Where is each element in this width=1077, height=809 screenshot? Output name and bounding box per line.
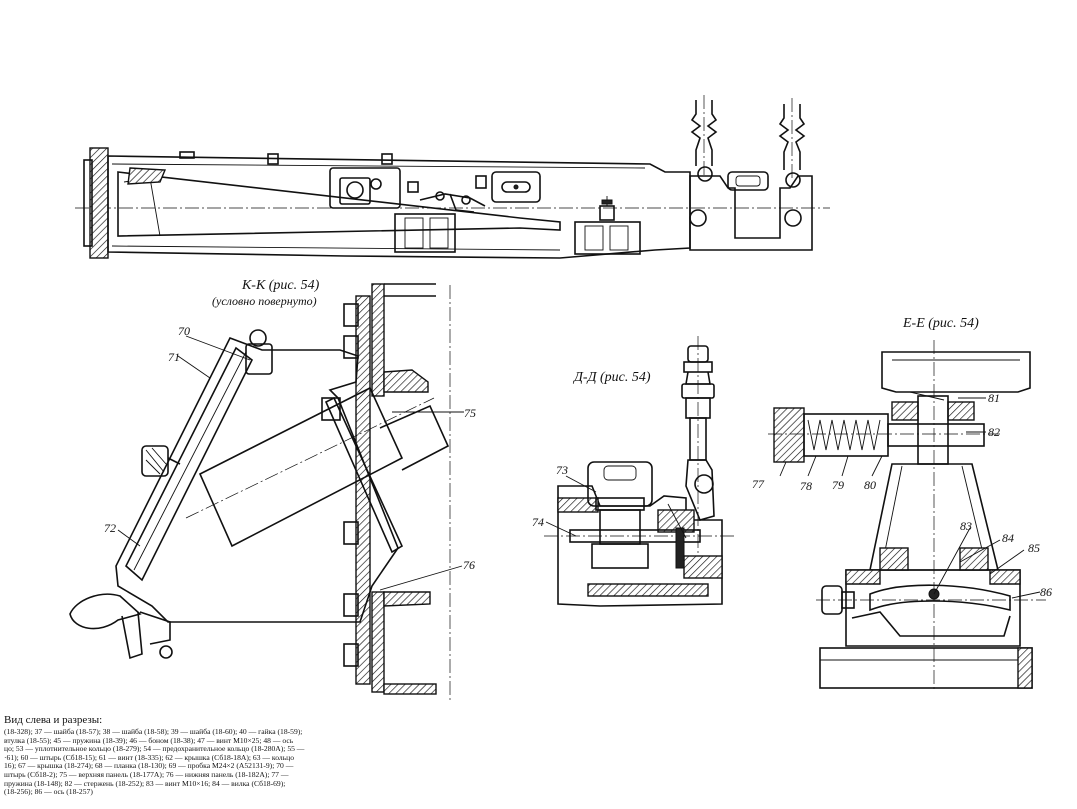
left-view-assembly <box>75 95 830 259</box>
section-dd-title: Д-Д (рис. 54) <box>572 370 651 385</box>
callout-78: 78 <box>800 479 812 493</box>
caption-line: ·61); 60 — штырь (Сб18-15); 61 — винт (1… <box>4 753 295 762</box>
section-ee: Е-Е (рис. 54) <box>752 316 1052 690</box>
callout-80: 80 <box>864 478 876 492</box>
callout-79: 79 <box>832 478 844 492</box>
caption-line: цо; 53 — уплотнительное кольцо (18-279);… <box>4 745 305 754</box>
caption-line: 16); 67 — крышка (18-274); 68 — планка (… <box>4 762 294 771</box>
callout-76: 76 <box>463 558 475 572</box>
section-kk-title: К-К (рис. 54) <box>241 278 320 293</box>
callout-81: 81 <box>988 391 1000 405</box>
callout-83: 83 <box>960 519 972 533</box>
section-dd: Д-Д (рис. 54) 73 74 <box>532 336 734 607</box>
section-ee-title: Е-Е (рис. 54) <box>902 316 979 331</box>
callout-73: 73 <box>556 463 568 477</box>
callout-75: 75 <box>464 406 476 420</box>
caption-line: втулка (18-55); 45 — пружина (18-39); 46… <box>4 736 294 745</box>
figure-caption: Вид слева и разрезы: (18-328); 37 — шайб… <box>4 714 504 797</box>
caption-line: пружина (18-148); 82 — стержень (18-252)… <box>4 779 286 788</box>
callout-82: 82 <box>988 425 1000 439</box>
callout-77: 77 <box>752 477 765 491</box>
section-kk: К-К (рис. 54) (условно повернуто) <box>69 278 476 700</box>
callout-85: 85 <box>1028 541 1040 555</box>
caption-line: (18-256); 86 — ось (18-257) <box>4 788 93 797</box>
callout-84: 84 <box>1002 531 1014 545</box>
caption-line: штырь (Сб18-2); 75 — верхняя панель (18-… <box>4 770 289 779</box>
callout-70: 70 <box>178 324 190 338</box>
callout-86: 86 <box>1040 585 1052 599</box>
callout-72: 72 <box>104 521 116 535</box>
caption-title: Вид слева и разрезы: <box>4 714 103 726</box>
caption-line: (18-328); 37 — шайба (18-57); 38 — шайба… <box>4 728 303 736</box>
callout-74: 74 <box>532 515 544 529</box>
section-kk-subtitle: (условно повернуто) <box>212 294 317 308</box>
callout-71: 71 <box>168 350 180 364</box>
